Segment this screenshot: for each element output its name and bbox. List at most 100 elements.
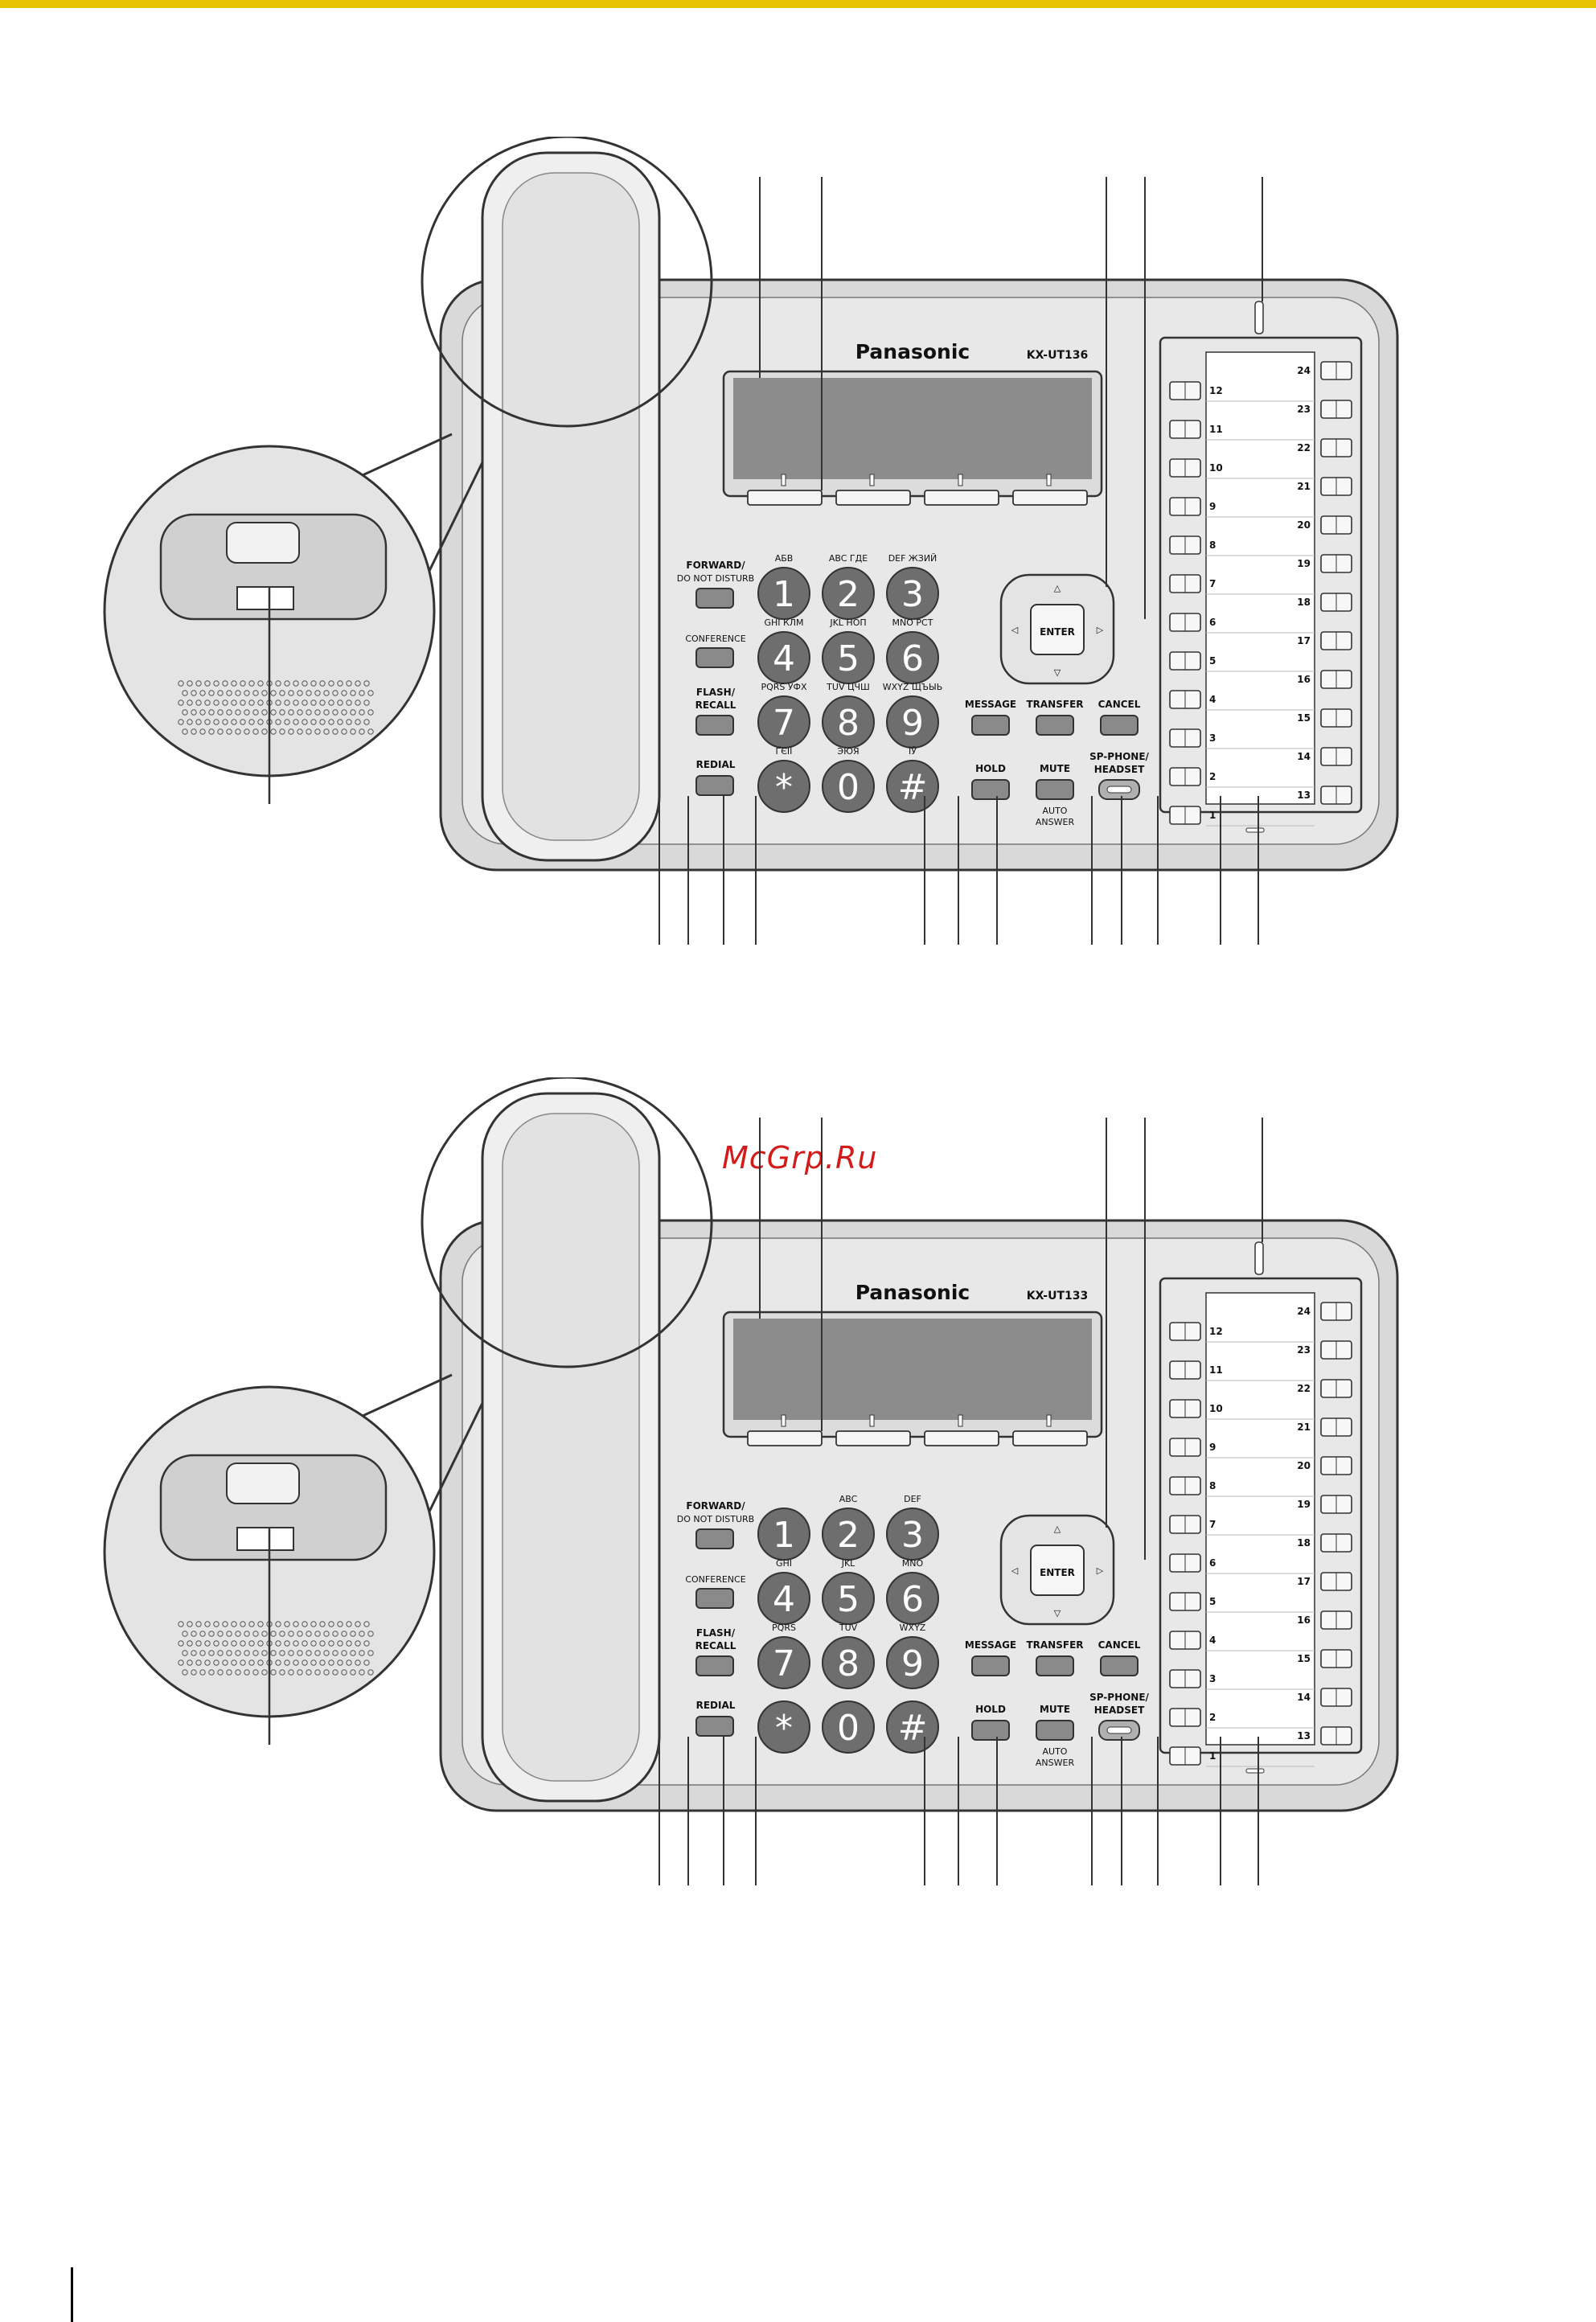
message-label: MESSAGE — [965, 699, 1016, 710]
speaker-hole — [310, 680, 317, 687]
speaker-hole — [248, 1621, 255, 1627]
speaker-hole — [279, 709, 285, 716]
speaker-hole — [222, 1659, 228, 1666]
speaker-hole — [297, 1631, 303, 1637]
dss-number-right: 21 — [1297, 1422, 1311, 1433]
speaker-hole — [231, 1621, 237, 1627]
keypad-letters: DEF ЖЗИЙ — [888, 553, 937, 564]
speaker-hole — [306, 728, 312, 735]
speaker-hole — [341, 1650, 347, 1656]
speaker-hole — [314, 690, 321, 696]
keypad-letters: TUV — [839, 1623, 858, 1633]
speaker-hole — [284, 719, 290, 725]
speaker-hole — [191, 1650, 197, 1656]
dss-number-left: 3 — [1209, 1673, 1216, 1684]
auto-label: AUTO — [1043, 1746, 1068, 1757]
keypad-key-label: 6 — [901, 1579, 924, 1620]
keypad-key — [757, 695, 810, 749]
speaker-hole — [217, 709, 224, 716]
hook-switch — [226, 1463, 300, 1504]
speaker-hole — [252, 690, 259, 696]
mic-slot — [1245, 1768, 1265, 1774]
speaker-hole — [187, 699, 193, 706]
keypad-key — [886, 631, 939, 684]
keypad-letters: ABC ГДЕ — [829, 553, 868, 564]
speaker-hole — [252, 1650, 259, 1656]
speaker-hole — [337, 719, 343, 725]
speaker-hole — [187, 719, 193, 725]
hook-switch — [226, 522, 300, 564]
speaker-hole — [231, 1659, 237, 1666]
speaker-hole — [319, 1621, 326, 1627]
speaker-hole — [359, 1650, 365, 1656]
speaker-hole — [302, 1640, 308, 1647]
enter-label: ENTER — [1040, 1567, 1075, 1578]
speaker-hole — [231, 699, 237, 706]
keypad-key — [757, 1572, 810, 1625]
speaker-hole — [213, 1659, 220, 1666]
speaker-hole — [341, 1631, 347, 1637]
speaker-hole — [261, 728, 268, 735]
message-lamp — [1254, 301, 1264, 334]
speaker-hole — [359, 690, 365, 696]
speaker-hole — [231, 680, 237, 687]
answer-label: ANSWER — [1036, 817, 1075, 827]
speaker-hole — [302, 699, 308, 706]
speaker-hole — [332, 690, 338, 696]
speaker-hole — [204, 1640, 211, 1647]
speaker-hole — [195, 680, 202, 687]
speaker-hole — [332, 728, 338, 735]
speaker-hole — [248, 1640, 255, 1647]
dss-number-left: 12 — [1209, 1326, 1223, 1337]
speaker-hole — [341, 728, 347, 735]
speaker-hole — [257, 680, 264, 687]
speaker-hole — [222, 1621, 228, 1627]
speaker-hole — [328, 699, 334, 706]
speaker-hole — [284, 680, 290, 687]
soft-key-indicator — [958, 1414, 963, 1427]
speaker-hole — [297, 728, 303, 735]
watermark: McGrp.Ru — [722, 1140, 878, 1175]
hook-magnify-circle — [421, 137, 713, 428]
dss-number-right: 19 — [1297, 1499, 1311, 1510]
speaker-hole — [355, 1621, 361, 1627]
speaker-hole — [279, 1631, 285, 1637]
speaker-hole — [363, 699, 370, 706]
speaker-hole — [204, 699, 211, 706]
speaker-hole — [182, 1650, 188, 1656]
speaker-hole — [191, 728, 197, 735]
speaker-hole — [222, 699, 228, 706]
speaker-hole — [319, 1659, 326, 1666]
speaker-hole — [323, 1631, 330, 1637]
speaker-hole — [270, 1650, 277, 1656]
page-margin-rule — [71, 2267, 73, 2322]
speaker-hole — [328, 719, 334, 725]
speaker-hole — [182, 1631, 188, 1637]
speaker-hole — [222, 719, 228, 725]
dss-number-left: 5 — [1209, 1596, 1216, 1607]
speaker-hole — [178, 1621, 184, 1627]
speaker-hole — [240, 1640, 246, 1647]
soft-key-indicator — [869, 474, 875, 486]
speaker-hole — [191, 690, 197, 696]
keypad-key — [757, 1700, 810, 1754]
keypad-key — [822, 1636, 875, 1689]
speaker-hole — [182, 728, 188, 735]
dss-number-right: 22 — [1297, 442, 1311, 453]
message-lamp — [1254, 1241, 1264, 1275]
left-arrow-icon: ◁ — [1011, 625, 1019, 635]
dss-number-right: 17 — [1297, 1576, 1311, 1587]
keypad-key — [822, 567, 875, 620]
keypad-key — [886, 695, 939, 749]
speaker-hole — [240, 699, 246, 706]
dss-number-right: 13 — [1297, 1730, 1311, 1742]
speaker-hole — [293, 1640, 299, 1647]
speaker-hole — [314, 1669, 321, 1676]
right-arrow-icon: ▷ — [1097, 625, 1104, 635]
speaker-hole — [306, 709, 312, 716]
speaker-hole — [355, 680, 361, 687]
speaker-hole — [222, 1640, 228, 1647]
dss-number-right: 18 — [1297, 597, 1311, 608]
speaker-hole — [319, 699, 326, 706]
speaker-hole — [363, 680, 370, 687]
